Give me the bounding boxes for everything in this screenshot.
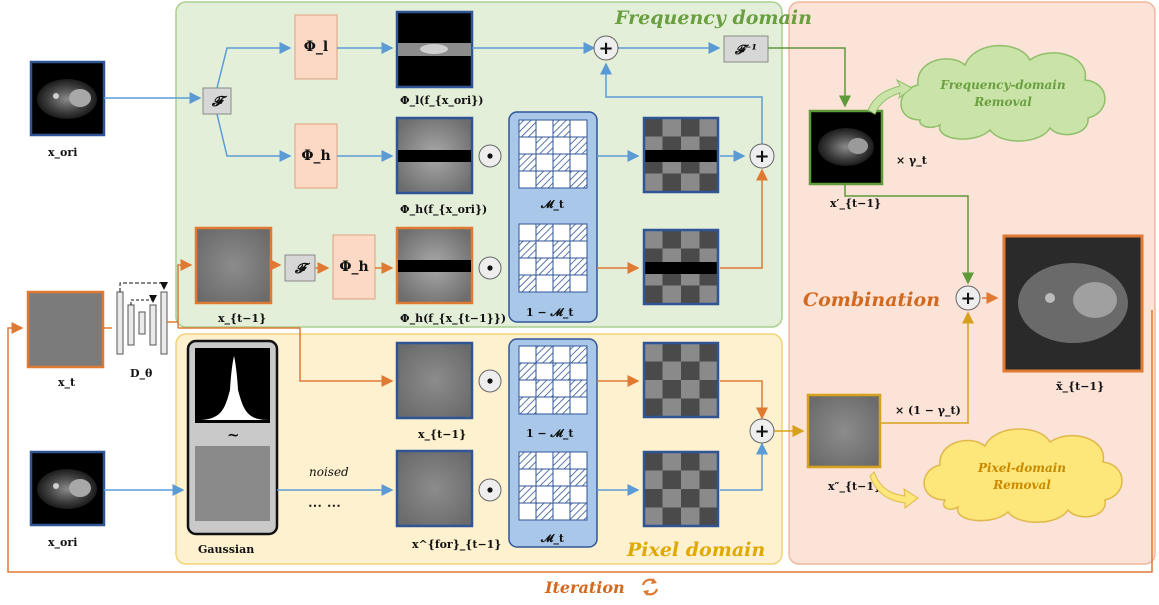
frequency-domain-region (175, 1, 783, 328)
mask-grid-1m-freq (518, 223, 588, 293)
d-theta-label: D_θ (130, 367, 152, 381)
refresh-icon (641, 578, 659, 596)
mask-grid-m-pix (518, 451, 588, 521)
x-t-minus-1-freq-image (194, 226, 273, 305)
svg-text:+: + (960, 288, 975, 309)
fourier-op-1: 𝓕 (202, 87, 232, 115)
phi-h-f-label: Φ_h(f_{x_ori}) (400, 203, 487, 217)
combination-title: Combination (803, 289, 940, 311)
mask-grids (518, 119, 588, 521)
phi-h-spectrum-xt-image (395, 226, 474, 305)
inverse-fourier-op: 𝓕⁻¹ (723, 35, 769, 63)
x-ori-bottom-image (29, 450, 106, 527)
iteration-label: Iteration (544, 578, 625, 597)
connector-arrows (103, 42, 999, 496)
svg-text:+: + (598, 38, 613, 59)
mask-m1-label: 𝓜_t (540, 198, 565, 212)
pixel-removal-arrow (869, 471, 919, 510)
plus-circle-top: + (593, 35, 619, 61)
odot-operator (478, 369, 502, 393)
x-for-label: x^{for}_{t−1} (412, 538, 501, 552)
svg-text:Frequency-domain: Frequency-domain (939, 78, 1065, 92)
x-tilde-label: x̃_{t−1} (1056, 380, 1104, 394)
x-ori-top-image (29, 60, 106, 137)
one-minus-gamma-label: × (1 − γ_t) (895, 404, 961, 418)
pixel-domain-title: Pixel domain (626, 539, 765, 561)
x-t-minus-1-pix-label: x_{t−1} (418, 428, 466, 442)
x-t-minus-1-pix-image (395, 341, 474, 420)
phi-l-op: Φ_l (294, 14, 338, 80)
mask-grid-m-freq (518, 119, 588, 189)
odot-operators (478, 144, 502, 502)
svg-text:Removal: Removal (973, 95, 1032, 109)
mask-m-pix-label: 𝓜_t (540, 532, 565, 546)
mask-1m-pix-label: 1 − 𝓜_t (526, 427, 574, 441)
tilde-symbol: ~ (227, 426, 240, 444)
x-prime-label: x′_{t−1} (830, 197, 881, 211)
plus-circle-combo: + (955, 285, 981, 311)
frequency-domain-title: Frequency domain (614, 7, 812, 29)
x-double-prime-label: x″_{t−1} (828, 480, 881, 494)
checker-freq-xt (642, 228, 720, 306)
x-t-label: x_t (58, 376, 76, 390)
svg-text:+: + (754, 146, 769, 167)
checker-pix-xt (642, 341, 720, 419)
phi-h-op-1: Φ_h (294, 123, 338, 189)
svg-text:+: + (754, 421, 769, 442)
svg-text:Φ_h: Φ_h (339, 259, 368, 275)
plus-circle-pix: + (749, 418, 775, 444)
svg-text:Φ_l: Φ_l (304, 39, 329, 55)
x-tilde-image (1002, 234, 1144, 373)
x-t-image (26, 290, 105, 369)
x-t-minus-1-freq-label: x_{t−1} (218, 312, 266, 326)
checker-freq-xori (642, 116, 720, 194)
phi-h-spectrum-image (395, 116, 474, 195)
frequency-removal-arrow (867, 78, 913, 115)
x-ori-top-label: x_ori (48, 146, 77, 160)
svg-text:Pixel-domain: Pixel-domain (977, 461, 1066, 475)
gamma-label: × γ_t (896, 154, 928, 168)
odot-operator (478, 478, 502, 502)
phi-h-op-2: Φ_h (332, 234, 376, 300)
odot-operator (478, 144, 502, 168)
phi-l-spectrum-image (395, 10, 474, 89)
fourier-op-2: 𝓕 (284, 254, 316, 282)
odot-operator (478, 256, 502, 280)
mask-grid-1m-pix (518, 345, 588, 415)
phi-l-f-label: Φ_l(f_{x_ori}) (400, 94, 483, 108)
checker-pix-xfor (642, 450, 720, 528)
pixel-removal-cloud: Pixel-domain Removal (923, 428, 1123, 523)
network-d-theta (116, 282, 168, 355)
dots-label: ⋯ ⋯ (308, 498, 341, 514)
svg-text:𝓕⁻¹: 𝓕⁻¹ (734, 43, 757, 58)
gaussian-label: Gaussian (198, 543, 254, 556)
gaussian-panel (186, 339, 279, 536)
noised-label: noised (309, 465, 349, 479)
x-double-prime-image (806, 393, 882, 469)
x-prime-image (808, 109, 884, 186)
svg-text:Φ_h: Φ_h (301, 148, 330, 164)
plus-circle-freq: + (749, 143, 775, 169)
iteration-loop-line (7, 310, 1153, 573)
mask-1m-label: 1 − 𝓜_t (526, 306, 574, 320)
phi-h-f-t-label: Φ_h(f_{x_{t−1}}) (400, 312, 506, 326)
checker-results (642, 116, 720, 528)
frequency-removal-cloud: Frequency-domain Removal (900, 44, 1106, 142)
x-for-image (395, 449, 474, 528)
x-ori-bottom-label: x_ori (48, 536, 77, 550)
pixel-domain-region (175, 333, 783, 565)
svg-text:Removal: Removal (992, 478, 1051, 492)
